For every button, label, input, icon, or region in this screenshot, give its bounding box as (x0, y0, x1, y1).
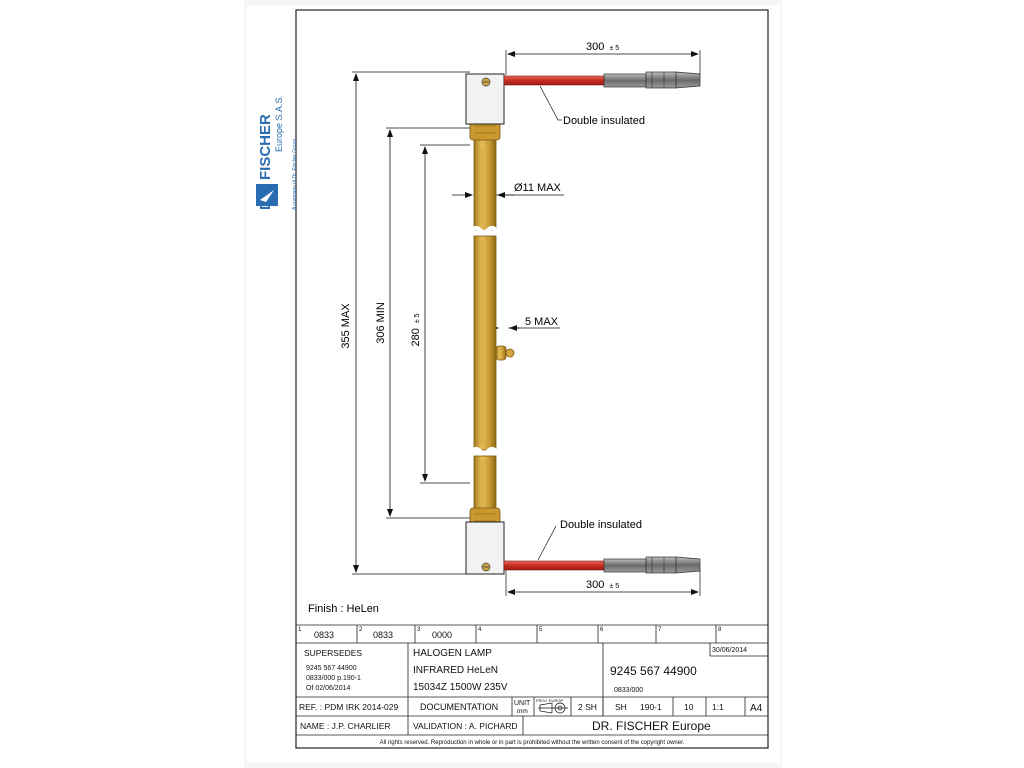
description-line: INFRARED HeLeN (413, 665, 498, 676)
drawing-date: 30/06/2014 (712, 647, 747, 654)
revision-count: 10 (684, 702, 694, 712)
title-block (296, 624, 768, 736)
grid-number: 6 (600, 627, 604, 633)
grid-number: 4 (478, 627, 482, 633)
brand-tagline: A company of Dr. Fischer Group (292, 139, 298, 210)
scale: 1:1 (712, 702, 724, 712)
rev-code: 0833 (373, 630, 393, 640)
lamp-tube (470, 137, 504, 517)
paper (246, 6, 780, 762)
dim-body-label: 280 (410, 328, 422, 346)
dim-body-tolerance: ± 5 (414, 313, 421, 323)
grid-number: 3 (417, 627, 421, 633)
end-cap-top (465, 73, 505, 125)
rev-code: 0833 (314, 630, 334, 640)
insulated-bottom-label: Double insulated (560, 519, 642, 531)
part-number: 9245 567 44900 (610, 664, 697, 678)
svg-text:300 ± 5: 300 ± 5 (586, 579, 619, 591)
svg-text:280 ± 5: 280 ± 5 (410, 313, 422, 346)
insulated-top-label: Double insulated (563, 115, 645, 127)
brand-logo-icon (256, 184, 278, 206)
dim-lead-top-label: 300 (586, 41, 604, 53)
sheet-label: SH (615, 702, 627, 712)
pinch-seal-top (469, 119, 501, 141)
grid-number: 7 (658, 627, 662, 633)
dim-overall: 355 MAX (340, 71, 470, 575)
dim-diameter-label: Ø11 MAX (514, 182, 562, 194)
dim-diameter: Ø11 MAX (452, 182, 564, 198)
description-line: 15034Z 1500W 235V (413, 682, 508, 693)
lead-bottom (503, 556, 701, 574)
grid-number: 1 (298, 627, 302, 633)
supersedes-line: 0833/000 p.190-1 (306, 675, 361, 682)
projection-symbol-icon (538, 702, 568, 714)
callout-insulated-top: Double insulated (539, 85, 645, 127)
supersedes-line: 9245 567 44900 (306, 665, 357, 672)
drafter-name: NAME : J.P. CHARLIER (300, 721, 391, 731)
lead-top (503, 71, 701, 89)
validator-name: VALIDATION : A. PICHARD (413, 721, 518, 731)
dim-min-label: 306 MIN (375, 302, 387, 344)
dim-lead-bottom-tolerance: ± 5 (609, 583, 619, 590)
end-cap-bottom (465, 521, 505, 575)
grid-numbers: 1 2 3 4 5 6 7 8 (298, 627, 722, 633)
sheet-count: 2 SH (578, 702, 597, 712)
rev-code: 0000 (432, 630, 452, 640)
supersedes-label: SUPERSEDES (304, 648, 362, 658)
projection-label: PROJ. EUROP (536, 698, 563, 703)
callout-insulated-bottom: Double insulated (537, 519, 642, 561)
dim-min-length: 306 MIN (375, 127, 470, 519)
dim-body-length: 280 ± 5 (410, 144, 470, 484)
brand-subname: Europe S.A.S. (274, 95, 284, 152)
lamp-nipple (495, 345, 515, 361)
revision-codes: 0833 0833 0000 (314, 630, 452, 640)
grid-number: 2 (359, 627, 363, 633)
dim-lead-top-tolerance: ± 5 (609, 45, 619, 52)
copyright-footer: All rights reserved. Reproduction in who… (380, 740, 685, 746)
sheet-value: 190-1 (640, 702, 662, 712)
unit-value: mm (517, 708, 528, 715)
svg-text:300 ± 5: 300 ± 5 (586, 41, 619, 53)
grid-number: 5 (539, 627, 543, 633)
dim-nipple-label: 5 MAX (525, 316, 559, 328)
paper-format: A4 (750, 703, 763, 714)
dim-lead-bottom-label: 300 (586, 579, 604, 591)
documentation-label: DOCUMENTATION (420, 702, 498, 712)
description-line: HALOGEN LAMP (413, 648, 492, 659)
reference: REF. : PDM IRK 2014-029 (299, 702, 398, 712)
dim-lead-top: 300 ± 5 (505, 41, 701, 78)
unit-label: UNIT (514, 700, 531, 707)
company-name: DR. FISCHER Europe (592, 719, 711, 733)
finish-note: Finish : HeLen (308, 603, 379, 615)
dim-lead-bottom: 300 ± 5 (505, 568, 701, 596)
grid-number: 8 (718, 627, 722, 633)
supersedes-line: Of 02/06/2014 (306, 685, 350, 692)
sub-reference: 0833/000 (614, 687, 643, 694)
drawing-frame (295, 9, 769, 749)
dim-overall-label: 355 MAX (340, 303, 352, 349)
